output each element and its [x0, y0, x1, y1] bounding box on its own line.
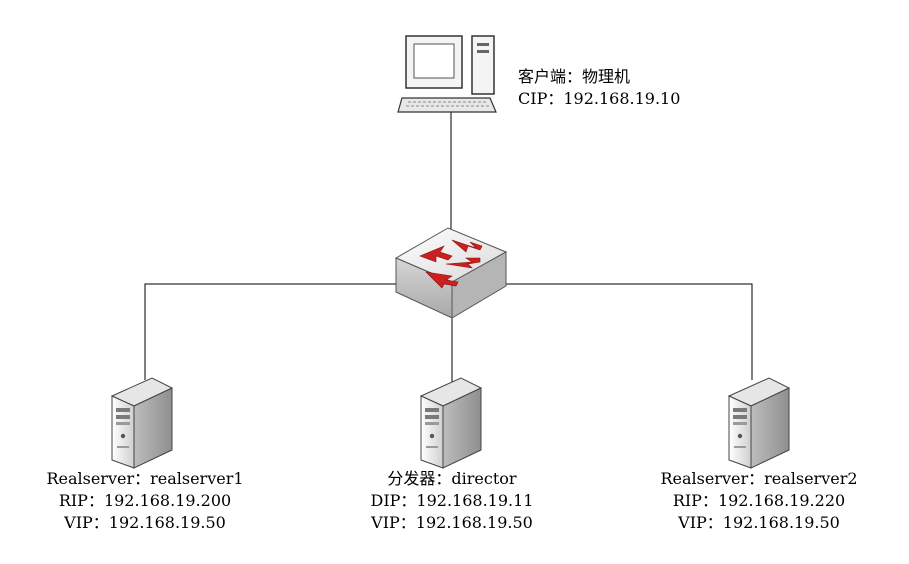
realserver1-vip: VIP：192.168.19.50	[64, 513, 226, 532]
client-cip: CIP：192.168.19.10	[518, 89, 681, 108]
director-label: 分发器：director DIP：192.168.19.11 VIP：192.1…	[307, 468, 597, 534]
director-title: 分发器：director	[387, 469, 517, 488]
director-vip: VIP：192.168.19.50	[371, 513, 533, 532]
client-name: 客户端：物理机	[518, 67, 631, 86]
network-switch-icon	[394, 227, 508, 319]
director-dip: DIP：192.168.19.11	[370, 491, 534, 510]
server-tower-icon	[111, 377, 173, 469]
link-switch-realserver2	[505, 283, 753, 380]
realserver1-rip: RIP：192.168.19.200	[58, 491, 232, 510]
realserver2-rip: RIP：192.168.19.220	[672, 491, 846, 510]
connection-lines	[144, 112, 753, 382]
link-switch-realserver1	[144, 283, 398, 380]
desktop-computer-icon	[397, 35, 497, 113]
server-tower-icon	[420, 377, 482, 469]
realserver1-title: Realserver：realserver1	[46, 469, 244, 488]
client-label: 客户端：物理机 CIP：192.168.19.10	[518, 66, 680, 110]
realserver1-label: Realserver：realserver1 RIP：192.168.19.20…	[0, 468, 290, 534]
realserver2-label: Realserver：realserver2 RIP：192.168.19.22…	[614, 468, 904, 534]
realserver2-vip: VIP：192.168.19.50	[678, 513, 840, 532]
server-tower-icon	[728, 377, 790, 469]
realserver2-title: Realserver：realserver2	[660, 469, 858, 488]
